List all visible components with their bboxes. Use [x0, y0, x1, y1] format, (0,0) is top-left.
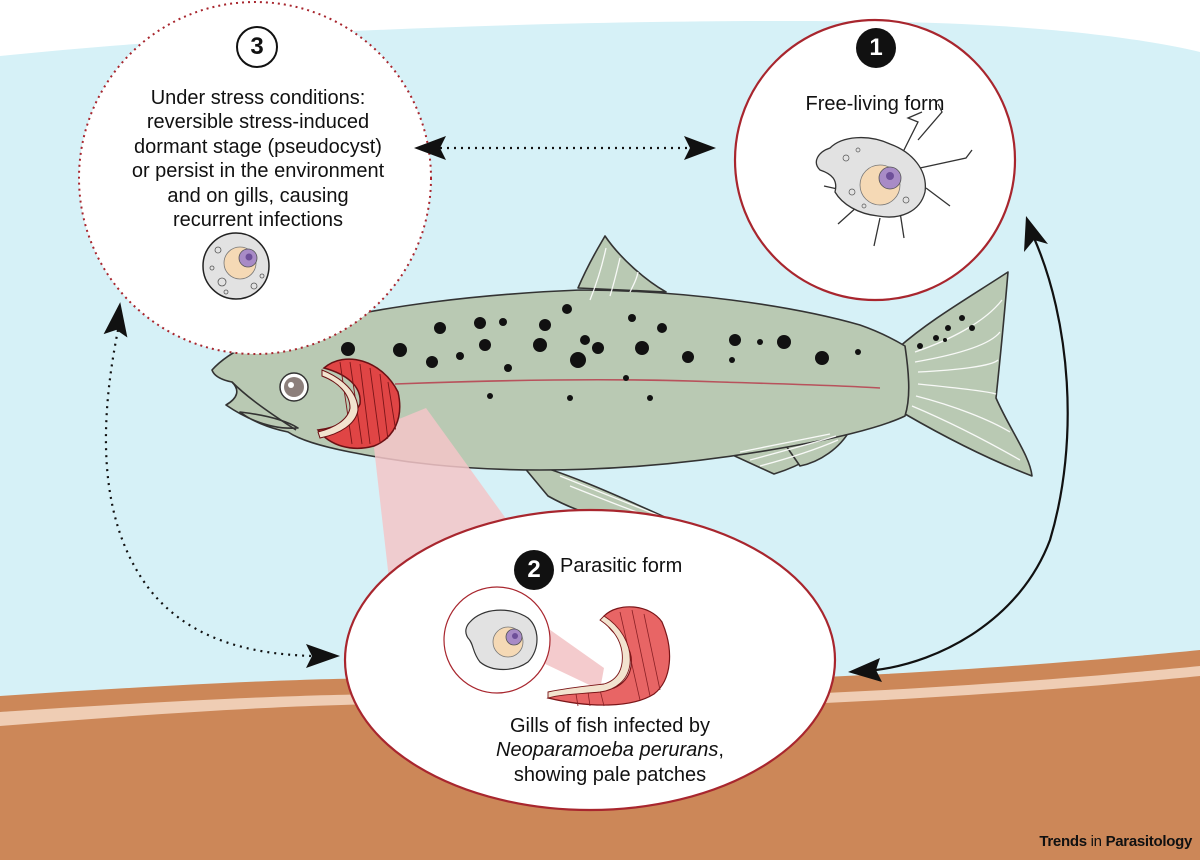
stage2-label: Parasitic form — [560, 555, 683, 577]
fish-gills — [316, 358, 401, 449]
journal-logo: Trends in Parasitology — [1039, 833, 1192, 850]
journal-word: in — [1086, 833, 1106, 850]
stage3-number-badge: 3 — [236, 26, 278, 68]
stage3-line: reversible stress-induced — [146, 111, 370, 134]
caption-comma: , — [718, 739, 724, 762]
fish-eye — [279, 372, 309, 402]
stage3-line: recurrent infections — [172, 208, 344, 231]
stage3-line: dormant stage (pseudocyst) — [134, 135, 382, 158]
caption-line: Gills of fish infected by — [509, 715, 711, 737]
arrow-stage1-stage2 — [875, 237, 1069, 672]
fish-mouth — [231, 381, 297, 431]
journal-word: Trends — [1039, 833, 1087, 850]
stage1-label: Free-living form — [805, 93, 945, 115]
lateral-line — [394, 379, 881, 389]
species-name: Neoparamoeba perurans — [496, 739, 719, 762]
stage1-number-badge: 1 — [856, 28, 896, 68]
stage3-line: or persist in the environment — [131, 160, 385, 183]
caption-line: showing pale patches — [513, 763, 707, 786]
parasitic-amoeba — [465, 609, 538, 671]
stage2-number-badge: 2 — [514, 550, 554, 590]
cycle-arrows — [103, 136, 1069, 682]
free-living-amoeba — [815, 103, 973, 247]
fish-spots — [341, 304, 975, 401]
stage3-description: Under stress conditions: reversible stre… — [92, 86, 424, 232]
dorsal-fin — [577, 235, 667, 293]
pseudocyst-cell — [202, 232, 270, 300]
stage3-line: and on gills, causing — [167, 184, 349, 207]
journal-word: Parasitology — [1105, 833, 1193, 850]
infected-gill — [546, 606, 671, 707]
stage3-line: Under stress conditions: — [150, 87, 366, 109]
stage3-circle — [78, 1, 432, 355]
stage2-caption: Gills of fish infected by Neoparamoeba p… — [430, 714, 790, 787]
